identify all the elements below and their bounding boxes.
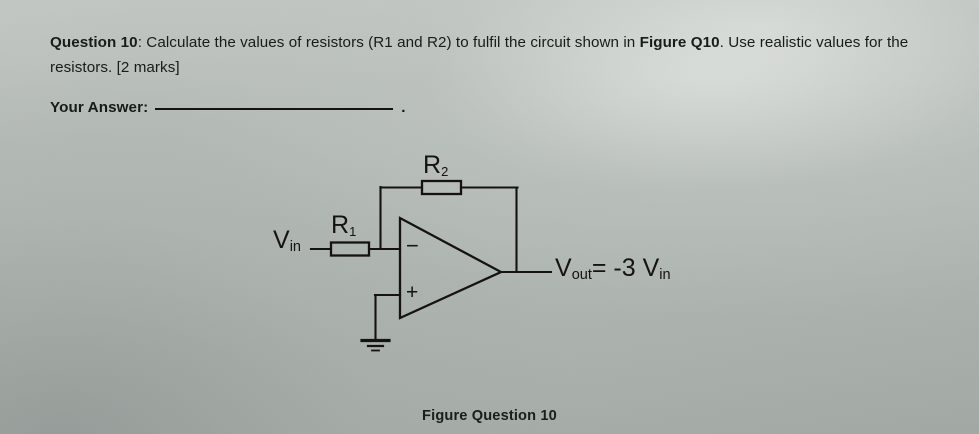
answer-input-blank[interactable] [155,108,394,110]
figure-reference: Figure Q10 [639,34,720,51]
question-colon: : [137,34,142,51]
question-body-rest: . Use realistic values for the resistors… [50,34,909,76]
question-paragraph: Question 10: Calculate the values of res… [50,30,910,80]
input-resistor-r1-body [329,241,371,257]
circuit-wires [309,179,553,352]
label-vin: Vin [273,226,301,255]
question-number: Question 10 [50,34,138,51]
label-r2: R2 [423,151,449,179]
answer-label: Your Answer: [50,99,149,116]
figure-caption: Figure Question 10 [422,408,557,424]
answer-row: Your Answer: . [50,99,405,116]
feedback-resistor-r2-body [420,179,463,196]
label-noninverting-terminal: + [406,281,419,304]
label-vout-equation: Vout= -3 Vin [555,254,671,283]
answer-period: . [401,99,406,116]
question-body-first: Calculate the values of resistors (R1 an… [142,34,640,51]
label-r1: R1 [331,211,357,239]
label-inverting-terminal: − [406,233,419,258]
